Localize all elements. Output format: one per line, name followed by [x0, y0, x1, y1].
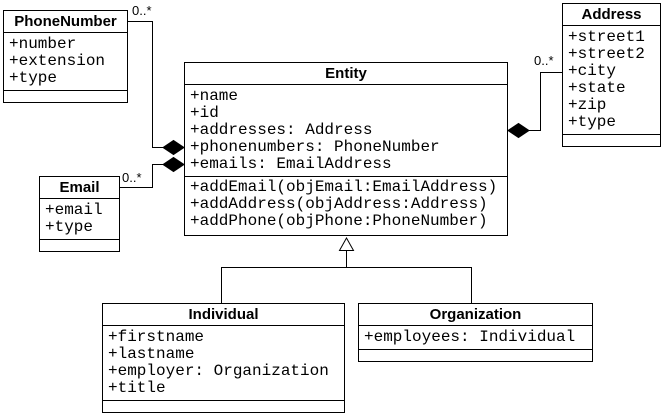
class-attribute: +number [9, 35, 77, 53]
class-title-entity: Entity [185, 63, 507, 85]
class-attribute: +extension [9, 52, 106, 70]
class-attribute: +title [108, 379, 166, 397]
methods-compartment-empty [359, 350, 592, 361]
class-box-phonenumber: PhoneNumber +number +extension +type [3, 10, 128, 103]
class-box-organization: Organization +employees: Individual [358, 303, 593, 362]
class-box-individual: Individual +firstname +lastname +employe… [102, 303, 345, 413]
class-attribute: +state [568, 79, 626, 97]
attributes-compartment: +email +type [40, 199, 119, 240]
class-attribute: +firstname [108, 328, 205, 346]
class-title-organization: Organization [359, 304, 592, 326]
generalization-triangle-icon [338, 236, 355, 251]
methods-compartment-empty [40, 240, 119, 251]
class-method: +addPhone(objPhone:PhoneNumber) [190, 212, 488, 230]
class-attribute: +employer: Organization [108, 362, 329, 380]
class-attribute: +addresses: Address [190, 121, 373, 139]
class-attribute: +employees: Individual [364, 328, 576, 346]
composition-connector-phonenumber [128, 21, 173, 148]
methods-compartment-empty [563, 135, 660, 146]
class-attribute: +name [190, 87, 239, 105]
class-box-email: Email +email +type [39, 176, 120, 252]
class-attribute: +type [568, 113, 617, 131]
class-title-address: Address [563, 4, 660, 26]
methods-compartment-empty [103, 401, 344, 412]
class-method: +addAddress(objAddress:Address) [190, 195, 488, 213]
class-box-address: Address +street1 +street2 +city +state +… [562, 3, 661, 147]
class-title-phonenumber: PhoneNumber [4, 11, 127, 33]
class-attribute: +phonenumbers: PhoneNumber [190, 138, 440, 156]
class-attribute: +lastname [108, 345, 195, 363]
class-box-entity: Entity +name +id +addresses: Address +ph… [184, 62, 508, 236]
class-attribute: +street1 [568, 28, 645, 46]
multiplicity-label-address: 0..* [534, 53, 554, 68]
class-attribute: +street2 [568, 45, 645, 63]
composition-diamond-icon [162, 139, 185, 156]
methods-compartment-empty [4, 91, 127, 102]
class-attribute: +email [45, 201, 103, 219]
class-attribute: +zip [568, 96, 607, 114]
attributes-compartment: +number +extension +type [4, 33, 127, 91]
multiplicity-label-email: 0..* [122, 170, 142, 185]
class-title-individual: Individual [103, 304, 344, 326]
multiplicity-label-phonenumber: 0..* [132, 3, 152, 18]
class-title-email: Email [40, 177, 119, 199]
attributes-compartment: +street1 +street2 +city +state +zip +typ… [563, 26, 660, 135]
attributes-compartment: +firstname +lastname +employer: Organiza… [103, 326, 344, 401]
class-attribute: +type [45, 218, 94, 236]
attributes-compartment: +name +id +addresses: Address +phonenumb… [185, 85, 507, 177]
generalization-connector [221, 267, 472, 304]
composition-diamond-icon [507, 122, 530, 139]
class-attribute: +id [190, 104, 219, 122]
methods-compartment: +addEmail(objEmail:EmailAddress) +addAdd… [185, 177, 507, 235]
composition-diamond-icon [162, 156, 185, 173]
class-method: +addEmail(objEmail:EmailAddress) [190, 178, 498, 196]
class-attribute: +emails: EmailAddress [190, 155, 392, 173]
attributes-compartment: +employees: Individual [359, 326, 592, 350]
class-attribute: +type [9, 69, 58, 87]
class-attribute: +city [568, 62, 617, 80]
composition-connector-address [519, 72, 562, 131]
